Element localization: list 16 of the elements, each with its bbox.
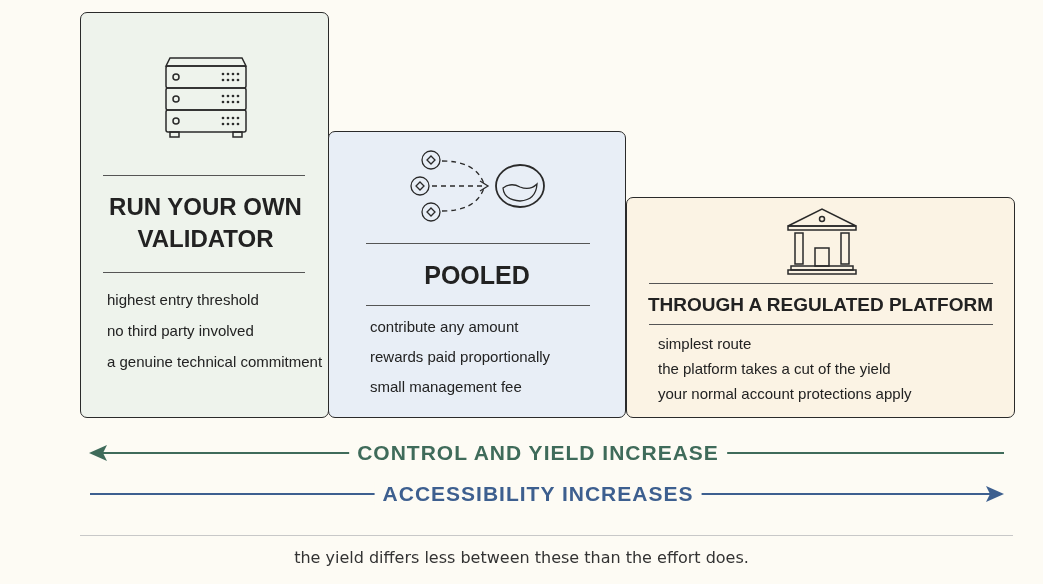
option-heading: RUN YOUR OWN VALIDATOR <box>108 192 303 254</box>
option-detail: a genuine technical commitment <box>107 353 323 370</box>
option-detail: the platform takes a cut of the yield <box>658 360 891 377</box>
option-detail: simplest route <box>658 335 752 352</box>
option-heading: THROUGH A REGULATED PLATFORM <box>647 293 994 317</box>
option-card <box>626 197 1015 418</box>
option-detail: no third party involved <box>107 322 254 339</box>
option-detail: rewards paid proportionally <box>370 348 551 365</box>
option-card <box>80 12 329 418</box>
option-detail: contribute any amount <box>370 318 519 335</box>
option-detail: your normal account protections apply <box>658 385 912 402</box>
option-detail: highest entry threshold <box>107 291 259 308</box>
option-detail: small management fee <box>370 378 522 395</box>
option-card <box>328 131 626 418</box>
option-heading: POOLED <box>424 260 530 291</box>
caption: the yield differs less between these than the effort does. <box>293 548 750 567</box>
